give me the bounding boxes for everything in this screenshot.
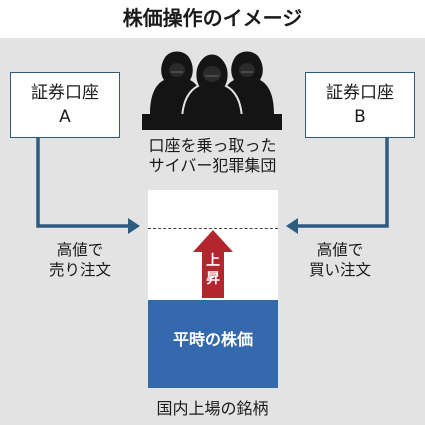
laptop-icon xyxy=(142,114,282,130)
left-arrowhead xyxy=(128,218,140,234)
buy-order-line1: 高値で xyxy=(316,241,364,259)
right-arrowhead xyxy=(286,218,298,234)
rise-arrow xyxy=(193,230,233,298)
normal-price-block: 平時の株価 xyxy=(148,300,278,388)
rise-label: 上 昇 xyxy=(199,252,227,288)
right-flow-arrow xyxy=(298,138,389,228)
high-price-dashed-line xyxy=(148,228,278,229)
left-flow-arrow xyxy=(36,138,128,228)
account-b-line1: 証券口座 xyxy=(326,83,394,103)
hackers-caption-line1: 口座を乗っ取った xyxy=(148,136,277,155)
hacker-center-icon xyxy=(180,52,244,123)
securities-account-a: 証券口座 A xyxy=(10,72,120,138)
buy-order-label: 高値で 買い注文 xyxy=(300,240,380,280)
rise-label-line2: 昇 xyxy=(206,271,220,287)
hackers-caption-line2: サイバー犯罪集団 xyxy=(148,156,277,175)
page-title: 株価操作のイメージ xyxy=(122,6,303,30)
account-a-line2: A xyxy=(59,107,71,127)
rise-label-line1: 上 xyxy=(206,253,220,269)
hackers-caption: 口座を乗っ取った サイバー犯罪集団 xyxy=(130,136,295,176)
sell-order-label: 高値で 売り注文 xyxy=(40,240,120,280)
account-a-line1: 証券口座 xyxy=(31,83,99,103)
sell-order-line1: 高値で xyxy=(56,241,104,259)
account-b-line2: B xyxy=(354,107,366,127)
domestic-listed-stock-label: 国内上場の銘柄 xyxy=(156,399,269,418)
securities-account-b: 証券口座 B xyxy=(305,72,415,138)
buy-order-line2: 買い注文 xyxy=(308,261,371,279)
sell-order-line2: 売り注文 xyxy=(48,261,111,279)
hooded-hackers-icon xyxy=(142,51,282,130)
